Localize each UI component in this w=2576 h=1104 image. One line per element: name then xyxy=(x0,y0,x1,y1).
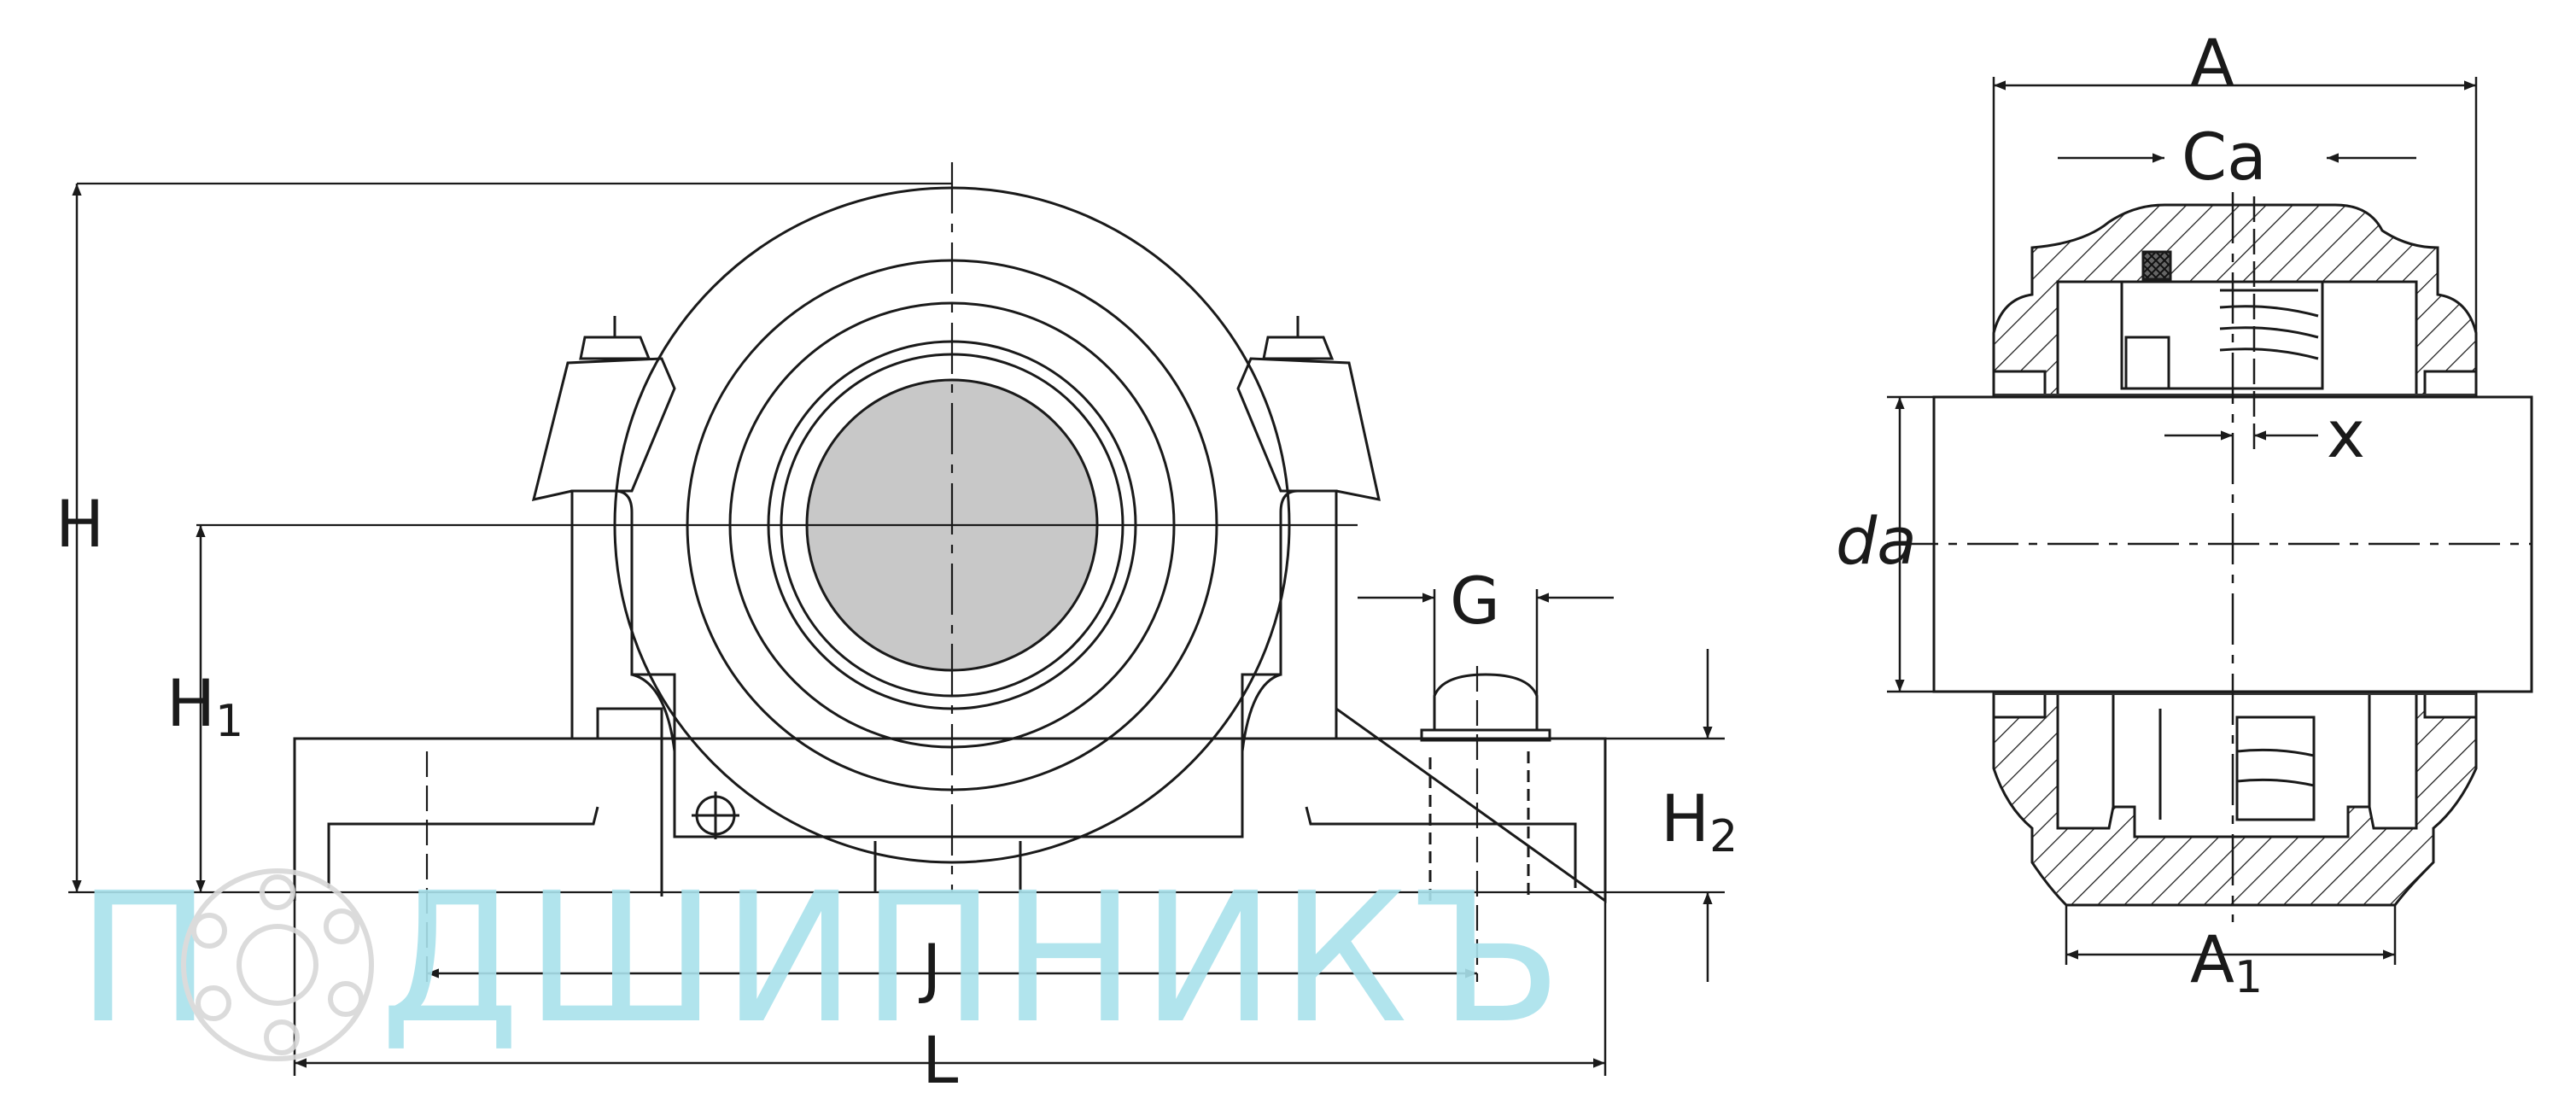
bearing-rollers-upper xyxy=(2219,289,2319,360)
base-body xyxy=(293,737,1607,901)
bearing-logo-icon xyxy=(181,868,374,1061)
center-foot xyxy=(873,841,1022,892)
label-H: H xyxy=(55,486,104,562)
cap-bolt-right xyxy=(1262,316,1335,360)
bearing-rollers-lower xyxy=(2158,709,2316,821)
label-A: A xyxy=(2190,25,2234,101)
housing-lobe-left xyxy=(631,673,676,752)
watermark-text-start: П xyxy=(77,854,217,1063)
watermark: П ДШИПНИКЪ xyxy=(77,854,1568,1063)
seal-strip xyxy=(2141,250,2172,281)
base-underside xyxy=(327,806,1577,888)
retainer-upper xyxy=(2124,336,2170,390)
cap-bolt-left xyxy=(579,316,651,360)
housing-lobe-right xyxy=(1241,673,1282,752)
label-H1: H1 xyxy=(166,665,243,747)
label-L: L xyxy=(922,1022,958,1098)
label-H2: H2 xyxy=(1661,780,1738,862)
lower-housing xyxy=(1992,690,2478,907)
front-view xyxy=(293,186,1607,903)
watermark-text-end: ДШИПНИКЪ xyxy=(380,854,1568,1063)
cap-ear-left xyxy=(531,357,676,501)
label-Ca: Ca xyxy=(2182,119,2267,195)
label-A1: A1 xyxy=(2190,921,2263,1003)
side-dimensions xyxy=(1887,77,2532,965)
bearing-lower xyxy=(2112,690,2371,838)
housing-pedestal xyxy=(570,489,1338,838)
front-centerlines xyxy=(68,162,1725,982)
label-x: x xyxy=(2327,396,2365,472)
label-J: J xyxy=(919,930,941,1006)
grease-fitting xyxy=(692,791,739,839)
cap-ear-right xyxy=(1236,357,1381,501)
label-G: G xyxy=(1450,563,1500,639)
dimension-labels: H H1 H2 G J L A Ca x da A1 xyxy=(55,25,2365,1098)
base-bolt xyxy=(1420,673,1551,901)
label-da: da xyxy=(1836,503,1917,579)
